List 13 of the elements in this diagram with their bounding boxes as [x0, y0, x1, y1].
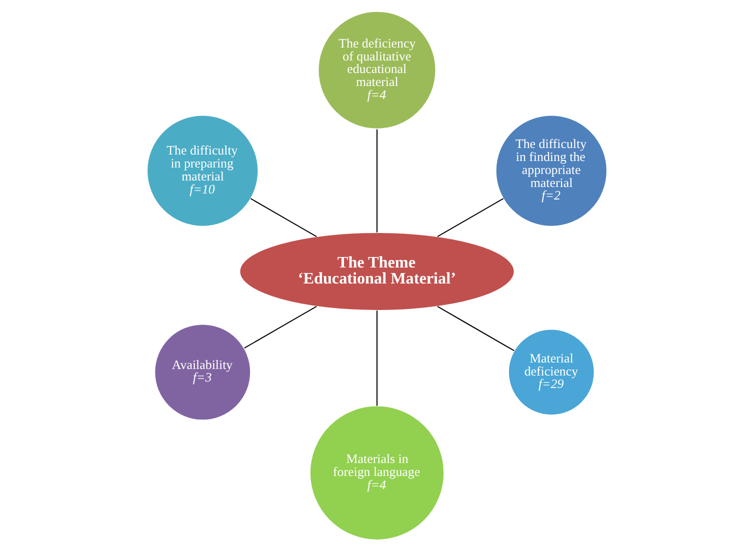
- node-ellipse: The Theme ‘Educational Material’: [238, 232, 514, 311]
- connector: [436, 306, 514, 352]
- connector: [376, 310, 378, 406]
- node-circle: The deficiency of qualitative educational material f=4: [317, 11, 436, 130]
- connector: [436, 198, 504, 238]
- connector: [244, 306, 316, 349]
- node-circle: Material deficiency f=29: [508, 328, 594, 416]
- connector: [376, 129, 378, 232]
- connector: [250, 198, 316, 238]
- node-circle: Availability f=3: [154, 324, 250, 420]
- node-circle: Materials in foreign language f=4: [309, 405, 444, 540]
- node-circle: The difficulty in finding the appropriate material f=2: [495, 114, 607, 227]
- node-circle: The difficulty in preparing material f=10: [146, 114, 258, 227]
